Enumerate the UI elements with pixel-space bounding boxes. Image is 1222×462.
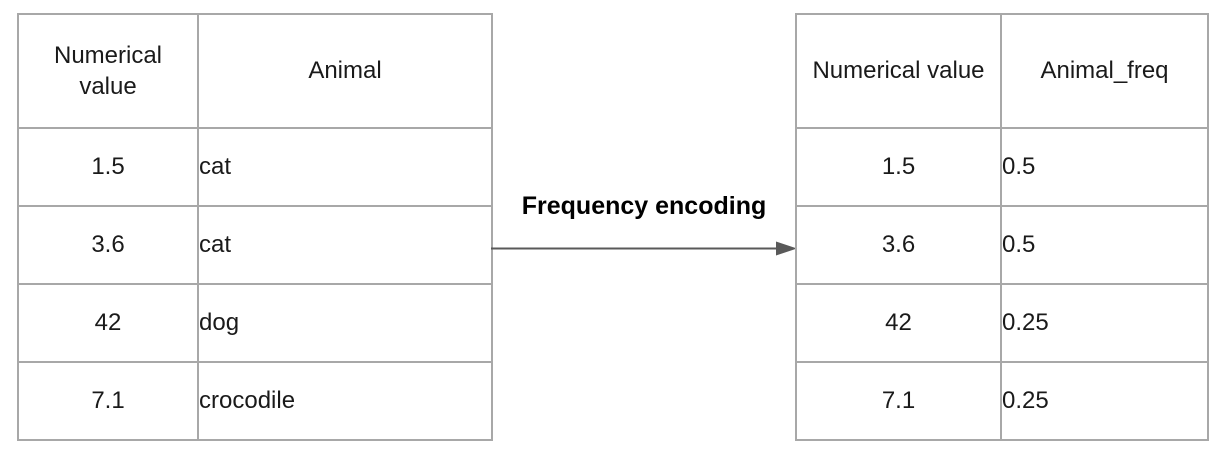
transform-label: Frequency encoding xyxy=(521,192,767,220)
header-cell-animal: Animal xyxy=(197,13,493,129)
header-cell-animal-freq: Animal_freq xyxy=(1000,13,1209,129)
animal-freq-cell: 0.25 xyxy=(1000,361,1209,441)
animal-cell: crocodile xyxy=(197,361,493,441)
animal-freq-cell: 0.5 xyxy=(1000,205,1209,285)
table-row: 7.1 0.25 xyxy=(795,361,1209,441)
table-header-row: Numerical value Animal xyxy=(17,13,493,129)
animal-freq-cell: 0.5 xyxy=(1000,127,1209,207)
numerical-value-cell: 7.1 xyxy=(795,361,1002,441)
table-row: 3.6 cat xyxy=(17,205,493,285)
numerical-value-cell: 3.6 xyxy=(17,205,199,285)
animal-cell: cat xyxy=(197,127,493,207)
table-row: 1.5 cat xyxy=(17,127,493,207)
header-cell-numerical-value: Numerical value xyxy=(795,13,1002,129)
animal-cell: dog xyxy=(197,283,493,363)
table-header-row: Numerical value Animal_freq xyxy=(795,13,1209,129)
table-row: 7.1 crocodile xyxy=(17,361,493,441)
table-row: 42 0.25 xyxy=(795,283,1209,363)
numerical-value-cell: 1.5 xyxy=(795,127,1002,207)
right-arrow-icon xyxy=(491,241,797,256)
table-row: 1.5 0.5 xyxy=(795,127,1209,207)
table-row: 42 dog xyxy=(17,283,493,363)
output-table: Numerical value Animal_freq 1.5 0.5 3.6 … xyxy=(795,13,1209,441)
numerical-value-cell: 42 xyxy=(795,283,1002,363)
animal-cell: cat xyxy=(197,205,493,285)
numerical-value-cell: 1.5 xyxy=(17,127,199,207)
header-cell-numerical-value: Numerical value xyxy=(17,13,199,129)
input-table: Numerical value Animal 1.5 cat 3.6 cat 4… xyxy=(17,13,493,441)
animal-freq-cell: 0.25 xyxy=(1000,283,1209,363)
numerical-value-cell: 7.1 xyxy=(17,361,199,441)
numerical-value-cell: 42 xyxy=(17,283,199,363)
numerical-value-cell: 3.6 xyxy=(795,205,1002,285)
table-row: 3.6 0.5 xyxy=(795,205,1209,285)
